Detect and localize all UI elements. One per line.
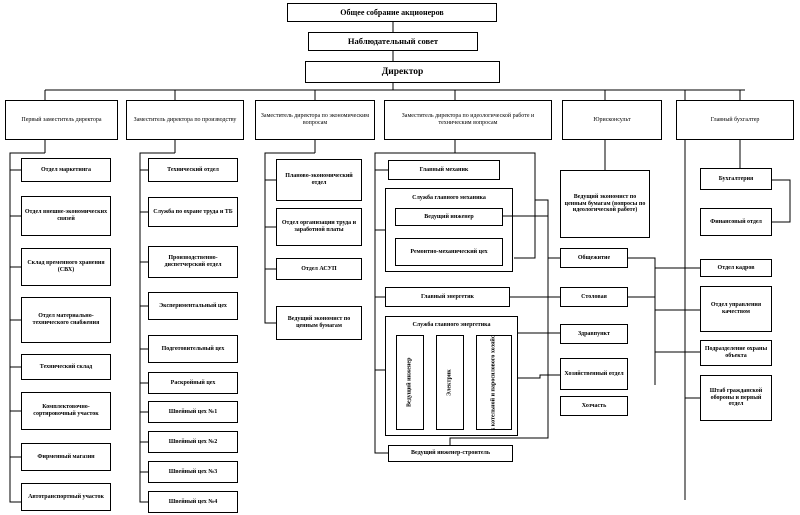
lawyer-box: Юрисконсульт bbox=[562, 100, 662, 140]
col1-item: Фирменный магазин bbox=[21, 443, 111, 471]
col2-item: Подготовительный цех bbox=[148, 335, 238, 363]
director-box: Директор bbox=[305, 61, 500, 83]
col1-item: Технический склад bbox=[21, 354, 111, 380]
col2-item: Производственно-диспетчерский отдел bbox=[148, 246, 238, 278]
quality-box: Отдел управления качеством bbox=[700, 286, 772, 332]
col1-item: Отдел маркетинга bbox=[21, 158, 111, 182]
power-shop-box: Цех котельной и паросилового хозяйства bbox=[476, 335, 512, 430]
deputy-economics-box: Заместитель директора по экономическим в… bbox=[255, 100, 375, 140]
power-service-frame bbox=[385, 316, 518, 436]
col2-item: Швейный цех №4 bbox=[148, 491, 238, 513]
mech-service-label: Служба главного механика bbox=[412, 195, 486, 201]
col2-item: Экспериментальный цех bbox=[148, 292, 238, 320]
col1-item: Отдел материально-технического снабжения bbox=[21, 297, 111, 343]
col5-item: Ведущий экономист по ценным бумагам (воп… bbox=[560, 170, 650, 238]
col3-item: Отдел организации труда и заработной пла… bbox=[276, 208, 362, 246]
power-lead-engineer-box: Ведущий инженер bbox=[396, 335, 424, 430]
deputy-first-box: Первый заместитель директора bbox=[5, 100, 118, 140]
col3-item: Отдел АСУП bbox=[276, 258, 362, 280]
chief-accountant-box: Главный бухгалтер bbox=[676, 100, 794, 140]
col2-item: Технический отдел bbox=[148, 158, 238, 182]
shareholders-box: Общее собрание акционеров bbox=[287, 3, 497, 22]
col3-item: Ведущий экономист по ценным бумагам bbox=[276, 306, 362, 340]
board-box: Наблюдательный совет bbox=[308, 32, 478, 51]
lead-engineer-box: Ведущий инженер bbox=[395, 208, 503, 226]
col1-item: Склад временного хранения (СВХ) bbox=[21, 248, 111, 286]
chief-mechanic-box: Главный механик bbox=[388, 160, 500, 180]
col1-item: Автотранспортный участок bbox=[21, 483, 111, 511]
col2-item: Швейный цех №1 bbox=[148, 401, 238, 423]
civil-defense-box: Штаб гражданской обороны и первый отдел bbox=[700, 375, 772, 421]
col3-item: Планово-экономический отдел bbox=[276, 159, 362, 201]
col1-item: Отдел внешне-экономических связей bbox=[21, 196, 111, 236]
col5-item: Хозчасть bbox=[560, 396, 628, 416]
builder-box: Ведущий инженер-строитель bbox=[388, 445, 513, 462]
col5-item: Здравпункт bbox=[560, 324, 628, 344]
chief-power-engineer-box: Главный энергетик bbox=[385, 287, 510, 307]
hr-box: Отдел кадров bbox=[700, 259, 772, 277]
deputy-production-box: Заместитель директора по производству bbox=[126, 100, 244, 140]
repair-shop-box: Ремонтно-механический цех bbox=[395, 238, 503, 266]
electrician-box: Электрик bbox=[436, 335, 464, 430]
bookkeeping-box: Бухгалтерия bbox=[700, 168, 772, 190]
mech-service-frame bbox=[385, 188, 513, 272]
col2-item: Швейный цех №2 bbox=[148, 431, 238, 453]
col5-item: Общежитие bbox=[560, 248, 628, 268]
col2-item: Швейный цех №3 bbox=[148, 461, 238, 483]
col5-item: Столовая bbox=[560, 287, 628, 307]
col2-item: Раскройный цех bbox=[148, 372, 238, 394]
deputy-ideology-box: Заместитель директора по идеологической … bbox=[384, 100, 552, 140]
col5-item: Хозяйственный отдел bbox=[560, 358, 628, 390]
security-box: Подразделение охраны объекта bbox=[700, 340, 772, 366]
finance-box: Финансовый отдел bbox=[700, 208, 772, 236]
col1-item: Комплектовочно-сортировочный участок bbox=[21, 392, 111, 430]
col2-item: Служба по охране труда и ТБ bbox=[148, 197, 238, 227]
power-service-label: Служба главного энергетика bbox=[412, 322, 491, 328]
